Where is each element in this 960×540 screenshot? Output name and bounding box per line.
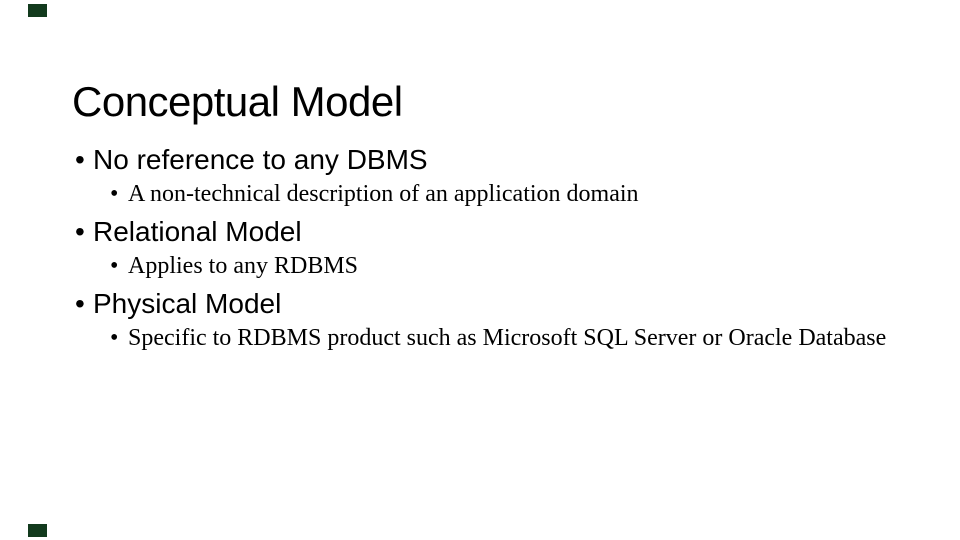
bullet-icon: • <box>110 253 119 279</box>
bullet-icon: • <box>75 288 85 319</box>
bullet-item-level2: • A non-technical description of an appl… <box>75 179 935 209</box>
bullet-item-level2: • Specific to RDBMS product such as Micr… <box>75 323 935 353</box>
bullet-item-level1: • No reference to any DBMS <box>75 143 935 177</box>
slide-title: Conceptual Model <box>72 78 403 126</box>
bullet-text: Physical Model <box>93 288 282 319</box>
bullet-text: A non-technical description of an applic… <box>128 181 639 207</box>
bullet-item-level1: • Relational Model <box>75 215 935 249</box>
bullet-text: Applies to any RDBMS <box>128 253 359 279</box>
bullet-icon: • <box>75 144 85 175</box>
bullet-item-level1: • Physical Model <box>75 287 935 321</box>
bullet-text: Relational Model <box>93 216 302 247</box>
bullet-list: • No reference to any DBMS • A non-techn… <box>75 143 935 353</box>
bullet-icon: • <box>110 325 119 351</box>
bullet-text: No reference to any DBMS <box>93 144 428 175</box>
bullet-text: Specific to RDBMS product such as Micros… <box>128 325 887 351</box>
bullet-icon: • <box>110 181 119 207</box>
slide-corner-mark-top <box>28 4 47 17</box>
bullet-item-level2: • Applies to any RDBMS <box>75 251 935 281</box>
slide-corner-mark-bottom <box>28 524 47 537</box>
bullet-icon: • <box>75 216 85 247</box>
